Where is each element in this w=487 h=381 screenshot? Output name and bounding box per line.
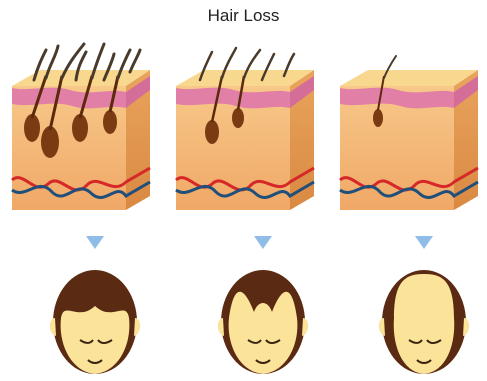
head-full-hair — [50, 270, 140, 374]
down-arrow-icon — [415, 236, 433, 249]
skin-block-thinning — [176, 48, 314, 210]
head-bald — [379, 270, 469, 374]
down-arrow-icon — [86, 236, 104, 249]
skin-block-bald — [340, 56, 478, 210]
down-arrow-icon — [254, 236, 272, 249]
skin-block-full-hair — [12, 44, 150, 210]
head-thinning — [218, 270, 308, 374]
